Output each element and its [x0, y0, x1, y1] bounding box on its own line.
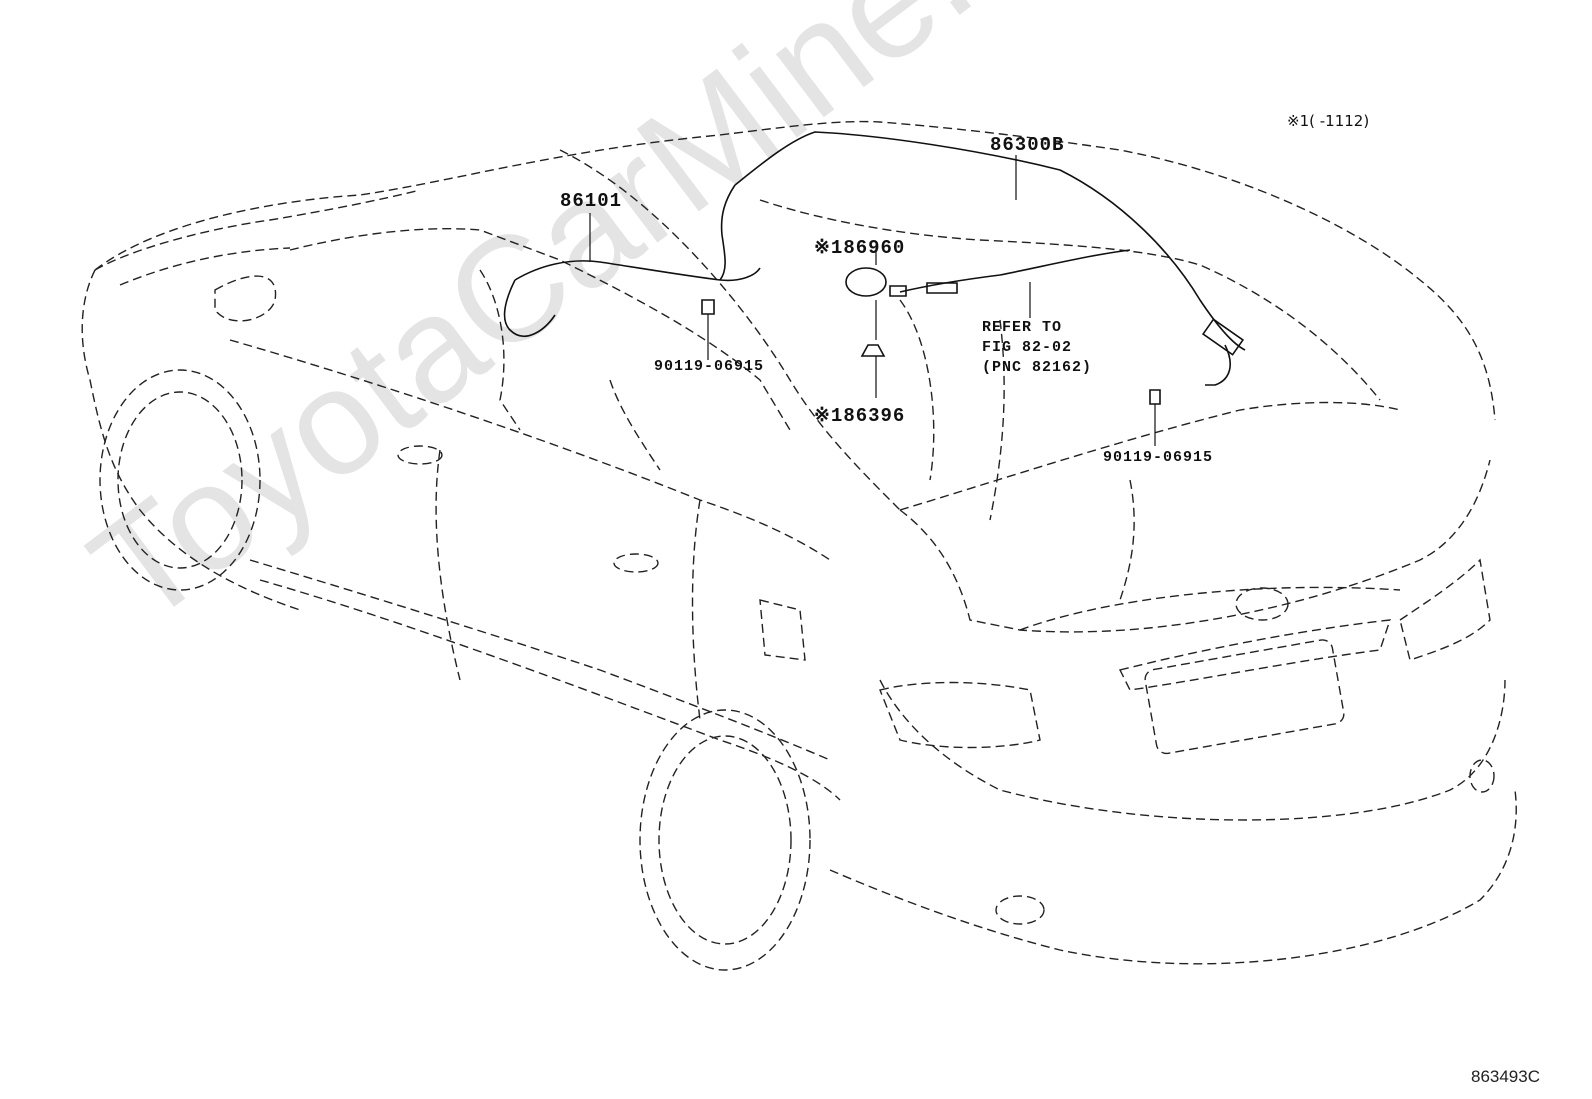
- part-label-bolt-rear: 90119-06915: [1103, 449, 1214, 466]
- part-label-front-wire: 86101: [560, 190, 623, 212]
- applicability-note: ※1( -1112): [1287, 112, 1370, 130]
- part-label-bolt-front: 90119-06915: [654, 358, 765, 375]
- illustration-code: 863493C: [1470, 1067, 1540, 1086]
- part-label-roof-wire: 86300B: [990, 134, 1065, 156]
- part-label-antenna-base: ※186396: [814, 405, 906, 427]
- refer-to-figure-text: REFER TO FIG 82-02 (PNC 82162): [982, 319, 1093, 376]
- part-label-antenna: ※186960: [814, 237, 906, 259]
